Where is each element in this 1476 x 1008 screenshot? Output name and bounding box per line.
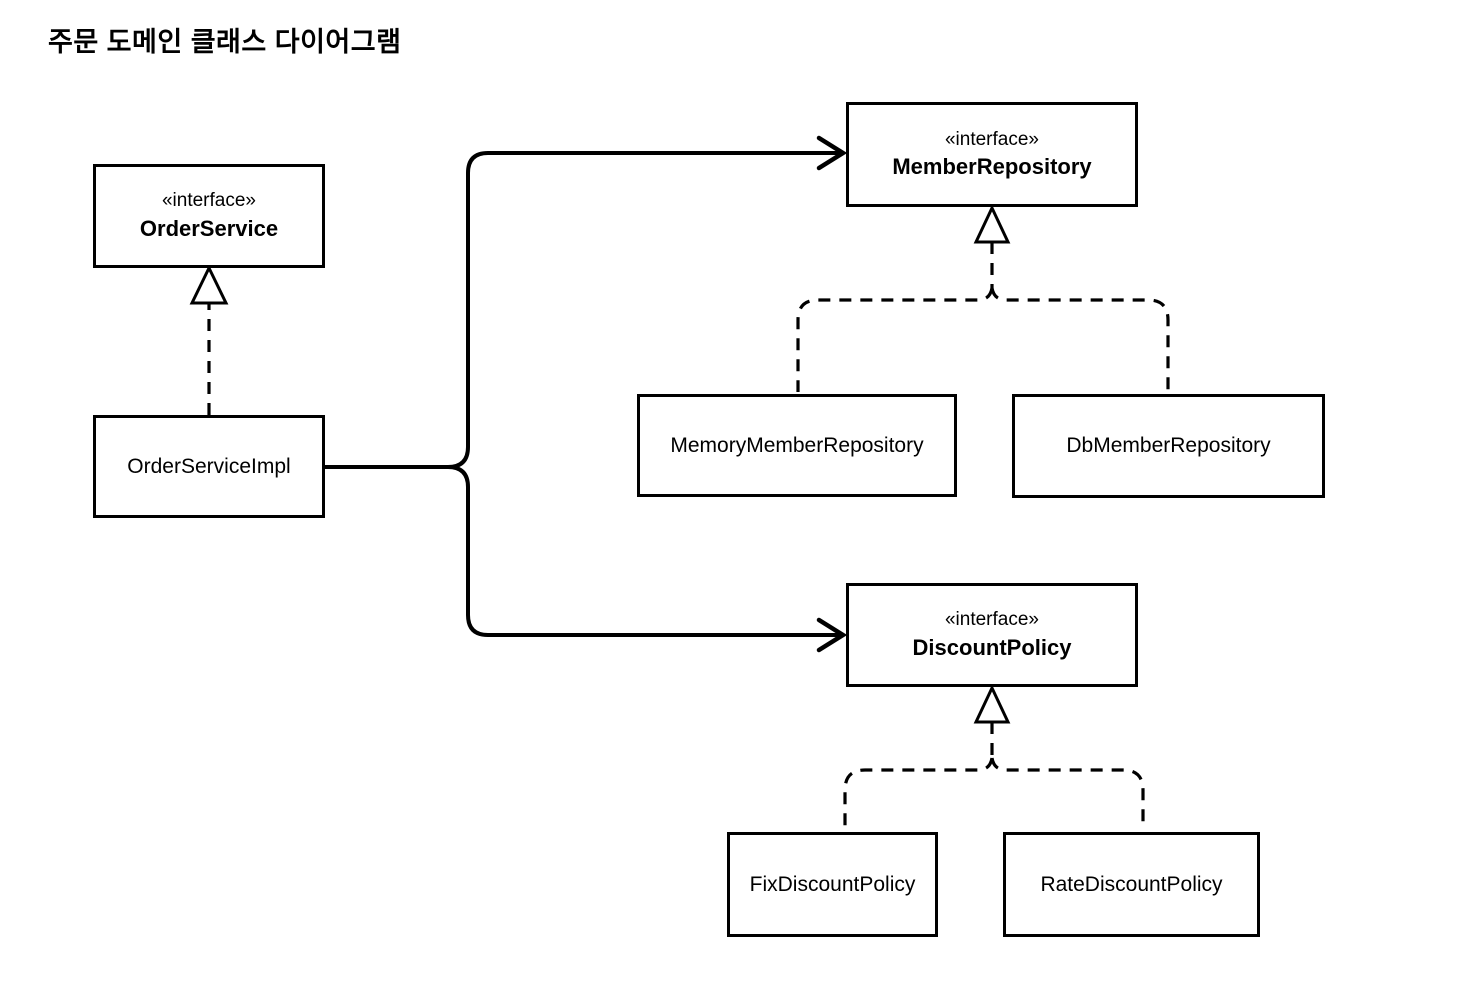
hollow-triangle-arrowhead <box>189 264 229 305</box>
class-box-order-service: «interface» OrderService <box>93 164 325 268</box>
class-name: MemberRepository <box>892 154 1092 180</box>
hollow-triangle-arrowhead <box>973 684 1011 724</box>
stereotype-label: «interface» <box>161 190 256 212</box>
class-name: OrderService <box>139 215 279 241</box>
dependency-arrow-orderserviceimpl-memberrepository <box>325 135 848 469</box>
realization-branch-memorymemberrepository <box>796 287 994 392</box>
class-name: MemoryMemberRepository <box>670 433 924 457</box>
class-box-db-member-repository: DbMemberRepository <box>1012 394 1325 498</box>
hollow-triangle-arrowhead <box>973 204 1011 244</box>
class-box-memory-member-repository: MemoryMemberRepository <box>637 394 957 497</box>
realization-arrow-orderserviceimpl-orderservice <box>189 264 229 415</box>
stereotype-label: «interface» <box>944 609 1039 631</box>
class-name: RateDiscountPolicy <box>1040 872 1223 896</box>
class-box-fix-discount-policy: FixDiscountPolicy <box>727 832 938 937</box>
stereotype-label: «interface» <box>944 128 1039 150</box>
class-box-order-service-impl: OrderServiceImpl <box>93 415 325 518</box>
open-arrowhead <box>816 135 848 171</box>
class-box-discount-policy: «interface» DiscountPolicy <box>846 583 1138 687</box>
realization-arrow-discountpolicy-children <box>843 684 1145 830</box>
class-name: DiscountPolicy <box>912 634 1072 660</box>
class-box-rate-discount-policy: RateDiscountPolicy <box>1003 832 1260 937</box>
realization-branch-dbmemberrepository <box>990 287 1170 392</box>
realization-arrow-memberrepository-children <box>796 204 1170 392</box>
realization-branch-ratediscountpolicy <box>990 757 1145 830</box>
class-name: DbMemberRepository <box>1066 434 1271 457</box>
diagram-title: 주문 도메인 클래스 다이어그램 <box>48 27 402 57</box>
open-arrowhead <box>816 617 848 653</box>
class-box-member-repository: «interface» MemberRepository <box>846 102 1138 207</box>
dependency-arrow-orderserviceimpl-discountpolicy <box>325 465 848 653</box>
class-name: OrderServiceImpl <box>127 454 291 478</box>
realization-branch-fixdiscountpolicy <box>843 757 994 830</box>
class-name: FixDiscountPolicy <box>749 872 916 896</box>
